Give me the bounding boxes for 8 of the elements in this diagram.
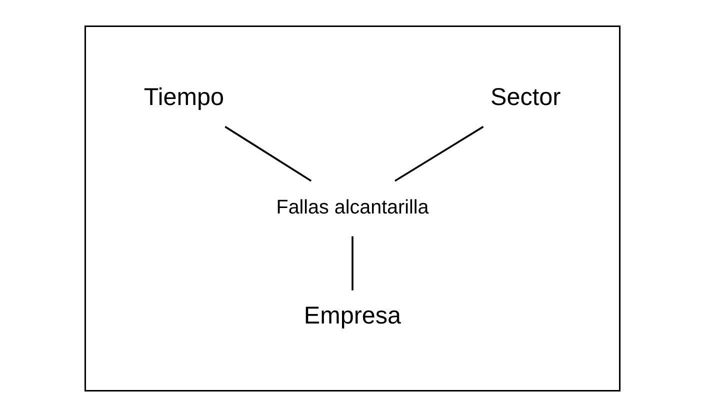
node-text: Empresa	[304, 302, 402, 330]
connector	[352, 236, 354, 290]
node-text: Sector	[490, 84, 561, 111]
node-text: Tiempo	[144, 84, 224, 111]
node-text: Fallas alcantarilla	[276, 196, 429, 219]
cluster	[84, 26, 621, 392]
connector	[224, 126, 312, 182]
connector	[394, 126, 484, 182]
